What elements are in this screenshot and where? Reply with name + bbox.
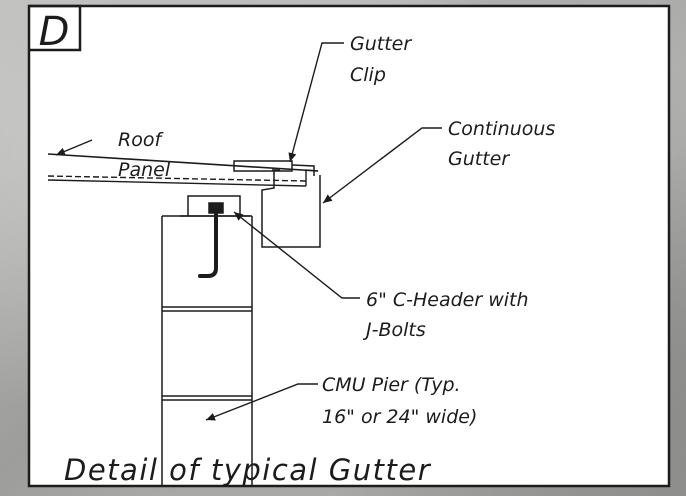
gutter-clip-callout: Gutter Clip	[350, 33, 412, 86]
continuous-gutter-leader	[322, 127, 442, 204]
c-header-leader	[233, 211, 360, 299]
cmu-pier-label-line2: 16" or 24" wide)	[322, 406, 477, 428]
cmu-pier	[161, 215, 253, 486]
c-header-label-line2: J-Bolts	[362, 319, 426, 341]
roof-panel-leader	[55, 139, 93, 156]
gutter-clip-label-line2: Clip	[350, 64, 386, 86]
detail-label-box: D	[29, 4, 82, 55]
continuous-gutter-label-line2: Gutter	[448, 148, 510, 170]
continuous-gutter-callout: Continuous Gutter	[448, 118, 555, 170]
gutter-clip	[233, 160, 315, 176]
detail-letter: D	[39, 9, 70, 55]
cmu-pier-leader	[205, 383, 318, 421]
roof-panel-label-line1: Roof	[118, 129, 164, 151]
c-header-callout: 6" C-Header with J-Bolts	[362, 289, 529, 341]
continuous-gutter	[261, 169, 321, 248]
gutter-clip-label-line1: Gutter	[350, 33, 412, 55]
leader-lines	[55, 42, 442, 421]
c-header-label-line1: 6" C-Header with	[366, 289, 529, 311]
roof-panel-label-line2: Panel	[118, 159, 171, 181]
drawing-sheet-border	[27, 4, 671, 488]
roof-panel-callout: Roof Panel	[118, 129, 171, 181]
cmu-pier-callout: CMU Pier (Typ. 16" or 24" wide)	[322, 374, 477, 428]
cmu-pier-label-line1: CMU Pier (Typ.	[322, 374, 461, 396]
drawing-caption: Detail of typical Gutter	[64, 453, 432, 487]
j-bolt	[198, 206, 218, 278]
continuous-gutter-label-line1: Continuous	[448, 118, 555, 140]
gutter-clip-leader	[288, 42, 344, 163]
